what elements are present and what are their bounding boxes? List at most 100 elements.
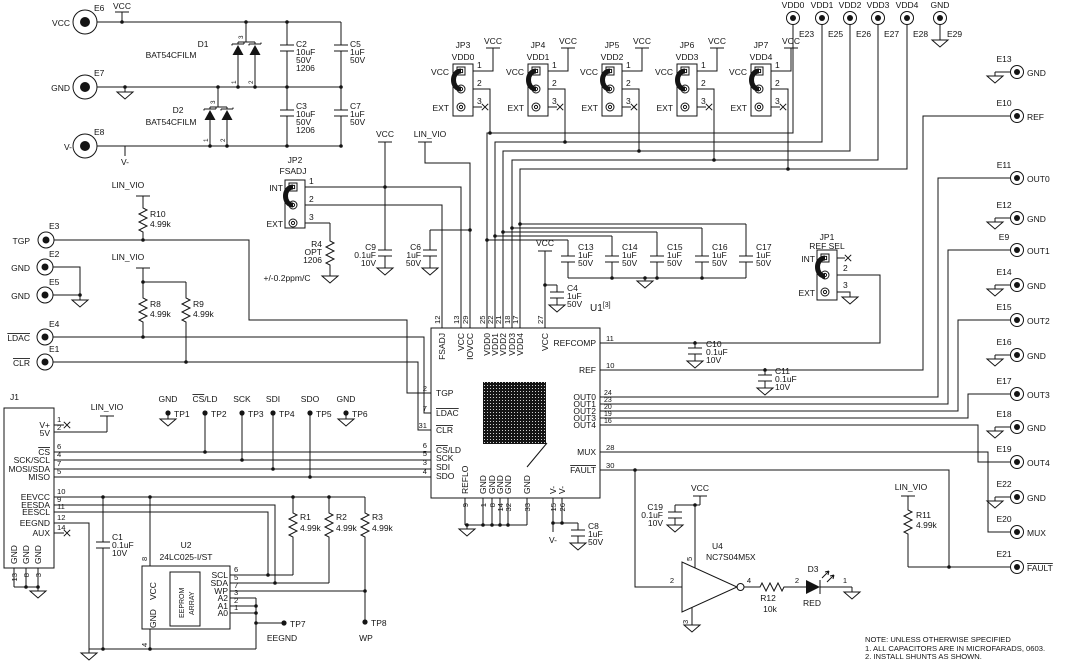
resistor-r2: R2 4.99k — [324, 508, 358, 542]
diode-d2: D2 BAT54CFILM 3 1 2 — [146, 100, 234, 142]
tp3: SCK TP3 — [233, 394, 264, 419]
u1-bot-num-1: 1 — [479, 503, 488, 507]
u2-right-name-4: A1 — [218, 601, 229, 611]
u1-bot-name-0: REFLO — [460, 465, 470, 494]
c19-ref: C19 — [647, 502, 663, 512]
net: GND — [1027, 493, 1046, 503]
terminal-e7: E7 GND — [51, 68, 105, 100]
jp5-net: VDD2 — [601, 52, 624, 62]
c6-volt: 50V — [406, 258, 421, 268]
terminal-e19: E19 OUT4 — [996, 444, 1050, 469]
u1-bot-num-3: 14 — [496, 503, 505, 511]
c7-ref: C7 — [350, 101, 361, 111]
lin-vio-j1-label: LIN_VIO — [91, 402, 124, 412]
net: EEGND — [267, 633, 297, 643]
testpoint-row: GND TP1 CS/LD TP2 SCK TP3 SDI TP4 SDO TP… — [159, 394, 387, 643]
u1-right-num-0: 11 — [606, 334, 614, 343]
wires-u1-bottom — [464, 498, 578, 532]
c4-volt: 50V — [567, 299, 582, 309]
net: CLR — [13, 358, 30, 368]
j1-name-8: EESCL — [22, 507, 50, 517]
net: GND — [1027, 214, 1046, 224]
c15-volt: 50V — [667, 258, 682, 268]
c10-ref: C10 — [706, 339, 722, 349]
ref: TP1 — [174, 409, 190, 419]
u1-right-num-5: 19 — [604, 411, 612, 418]
right-terminal-column: E13 GND E10 REF E11 OUT0 E12 GND E9 OUT1… — [996, 54, 1053, 574]
u2-right-num-5: 1 — [234, 603, 238, 612]
ref: TP5 — [316, 409, 332, 419]
r4-val: OPT — [305, 247, 322, 257]
jp2-pos-bottom: EXT — [266, 219, 283, 229]
j1-num-0: 1 — [57, 415, 61, 424]
terminal-e18: E18 GND — [996, 409, 1046, 434]
c7-val: 1uF — [350, 109, 365, 119]
terminal-e6: E6 VCC — [52, 3, 105, 35]
ref: E18 — [996, 409, 1011, 419]
jp1-name: REF SEL — [809, 241, 845, 251]
r9-ref: R9 — [193, 299, 204, 309]
c5-ref: C5 — [350, 39, 361, 49]
wires-center — [305, 141, 557, 328]
jp1-pos-bottom: EXT — [798, 288, 815, 298]
c6-ref: C6 — [410, 242, 421, 252]
jumper-jp5: JP5 VDD2 VCC EXT VCC 1 2 3 — [580, 36, 651, 117]
j1-num-3: 4 — [57, 450, 61, 459]
net: VDD2 — [839, 0, 862, 10]
r2-ref: R2 — [336, 512, 347, 522]
c16-val: 1uF — [712, 250, 727, 260]
jp3-pos-bottom: EXT — [432, 103, 449, 113]
d1-part: BAT54CFILM — [146, 50, 197, 60]
ref: TP8 — [371, 618, 387, 628]
jp1-p2: 2 — [843, 263, 848, 273]
net: GND — [1027, 281, 1046, 291]
d2-pin2: 2 — [220, 138, 227, 142]
u1-top-name-7: VDD4 — [515, 333, 525, 356]
net: REF — [1027, 112, 1044, 122]
terminal-net: GND — [51, 83, 70, 93]
jp6-pos-top: VCC — [655, 67, 673, 77]
ref: E10 — [996, 98, 1011, 108]
u1-left-num-3: 6 — [423, 441, 427, 450]
lin-vio-r11-label: LIN_VIO — [895, 482, 928, 492]
r4-size: 1206 — [303, 255, 322, 265]
led-d3: D3 RED 2 1 — [795, 564, 847, 608]
u1-right-num-3: 23 — [604, 397, 612, 404]
terminal-e13: E13 GND — [996, 54, 1046, 79]
jp5-vcc-label: VCC — [633, 36, 651, 46]
d3-ref: D3 — [808, 564, 819, 574]
cap-c3: C3 10uF 50V 1206 — [279, 101, 315, 135]
cap-c9: C9 0.1uF 10V — [354, 242, 393, 268]
power-input-section: VCC E6 VCC E7 GND E8 V- V- D1 BAT54CFILM… — [51, 1, 365, 167]
j1-name-0: V+ — [39, 420, 50, 430]
net: GND — [1027, 423, 1046, 433]
u1-right-name-4: OUT2 — [573, 406, 596, 416]
c17-val: 1uF — [756, 250, 771, 260]
u1-top-name-4: VDD1 — [490, 333, 500, 356]
jp4-ref: JP4 — [531, 40, 546, 50]
j1-gnd-num-0: 13 — [10, 573, 19, 581]
u1-right-num-4: 20 — [604, 404, 612, 411]
jumper-jp6: JP6 VDD3 VCC EXT VCC 1 2 3 — [655, 36, 726, 117]
u1-right-num-7: 28 — [606, 443, 614, 452]
j1-num-10: 14 — [57, 523, 65, 532]
note-line3: 2. INSTALL SHUNTS AS SHOWN. — [865, 652, 982, 661]
net: OUT1 — [1027, 246, 1050, 256]
ref: E17 — [996, 376, 1011, 386]
terminal-e12: E12 GND — [996, 200, 1046, 225]
terminal-e11: E11 OUT0 — [997, 160, 1050, 185]
ref: E14 — [996, 267, 1011, 277]
cap-c16: C16 1uF 50V — [694, 242, 728, 270]
jp2-name: FSADJ — [280, 166, 307, 176]
cap-c19: C19 0.1uF 10V — [641, 502, 683, 528]
c19-volt: 10V — [648, 518, 663, 528]
c17-volt: 50V — [756, 258, 771, 268]
cap-c7: C7 1uF 50V — [333, 101, 365, 127]
u1-bot-name-1: GND — [478, 475, 488, 494]
net: VDD1 — [811, 0, 834, 10]
u1-left-num-6: 4 — [423, 467, 427, 476]
j1-name-1: 5V — [40, 428, 51, 438]
net: OUT2 — [1027, 316, 1050, 326]
ref: E3 — [49, 221, 60, 231]
j1-name-3: SCK/SCL — [14, 455, 51, 465]
